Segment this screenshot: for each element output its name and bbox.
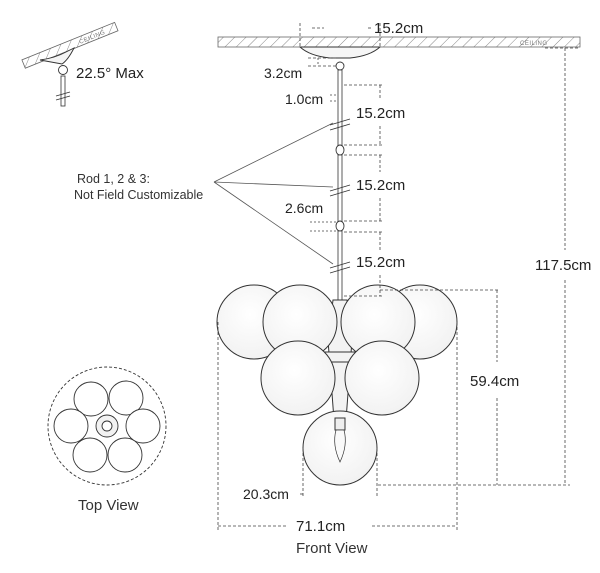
- joint-1: [335, 144, 345, 156]
- front-view-label: Front View: [296, 540, 368, 557]
- overall-height-label: 117.5cm: [535, 257, 591, 274]
- ceiling-hatch: [217, 36, 581, 48]
- top-globe-3: [125, 408, 161, 444]
- canopy-and-rods: [298, 46, 382, 302]
- rod-length-2-label: 15.2cm: [356, 177, 405, 194]
- angled-rod: [60, 75, 66, 107]
- canopy-width-label: 15.2cm: [374, 20, 423, 37]
- top-globe-4: [107, 437, 143, 473]
- rod-note-line1: Rod 1, 2 & 3:: [77, 172, 150, 186]
- swivel-ball: [58, 65, 68, 75]
- rod-3: [337, 230, 343, 302]
- bulb: [334, 429, 346, 463]
- globe-middle-right: [344, 340, 420, 416]
- rod-length-1-label: 15.2cm: [356, 105, 405, 122]
- fixture-height-label: 59.4cm: [470, 373, 519, 390]
- dimension-lines: [213, 22, 580, 530]
- rod-1: [337, 69, 343, 147]
- ceiling-label: CEILING: [520, 41, 548, 47]
- top-view: [47, 366, 167, 486]
- fixture-front: [216, 284, 458, 486]
- rod-length-3-label: 15.2cm: [356, 254, 405, 271]
- rod-joint-1-label: 1.0cm: [285, 91, 323, 107]
- top-globe-6: [53, 408, 89, 444]
- bulb-socket: [334, 417, 346, 431]
- angled-canopy: [39, 46, 76, 65]
- rod-note-line2: Not Field Customizable: [74, 188, 203, 202]
- dimension-labels: 15.2cm 3.2cm 1.0cm 15.2cm 15.2cm 2.6cm 1…: [74, 20, 591, 557]
- rod-joint-2-label: 2.6cm: [285, 200, 323, 216]
- fixture-width-label: 71.1cm: [296, 518, 345, 535]
- top-view-label: Top View: [78, 497, 139, 514]
- top-globe-1: [73, 381, 109, 417]
- joint-2: [335, 220, 345, 232]
- canopy-height-label: 3.2cm: [264, 65, 302, 81]
- ceiling: CEILING: [217, 36, 581, 48]
- canopy-ball: [335, 61, 345, 71]
- top-globe-5: [72, 437, 108, 473]
- top-view-outline: [47, 366, 167, 486]
- globe-middle-left: [260, 340, 336, 416]
- top-globe-2: [108, 380, 144, 416]
- bottom-globe-width-label: 20.3cm: [243, 486, 289, 502]
- canopy: [298, 46, 382, 59]
- angle-detail: CEILING 22.5° Max: [21, 21, 144, 107]
- angle-max-label: 22.5° Max: [76, 65, 144, 82]
